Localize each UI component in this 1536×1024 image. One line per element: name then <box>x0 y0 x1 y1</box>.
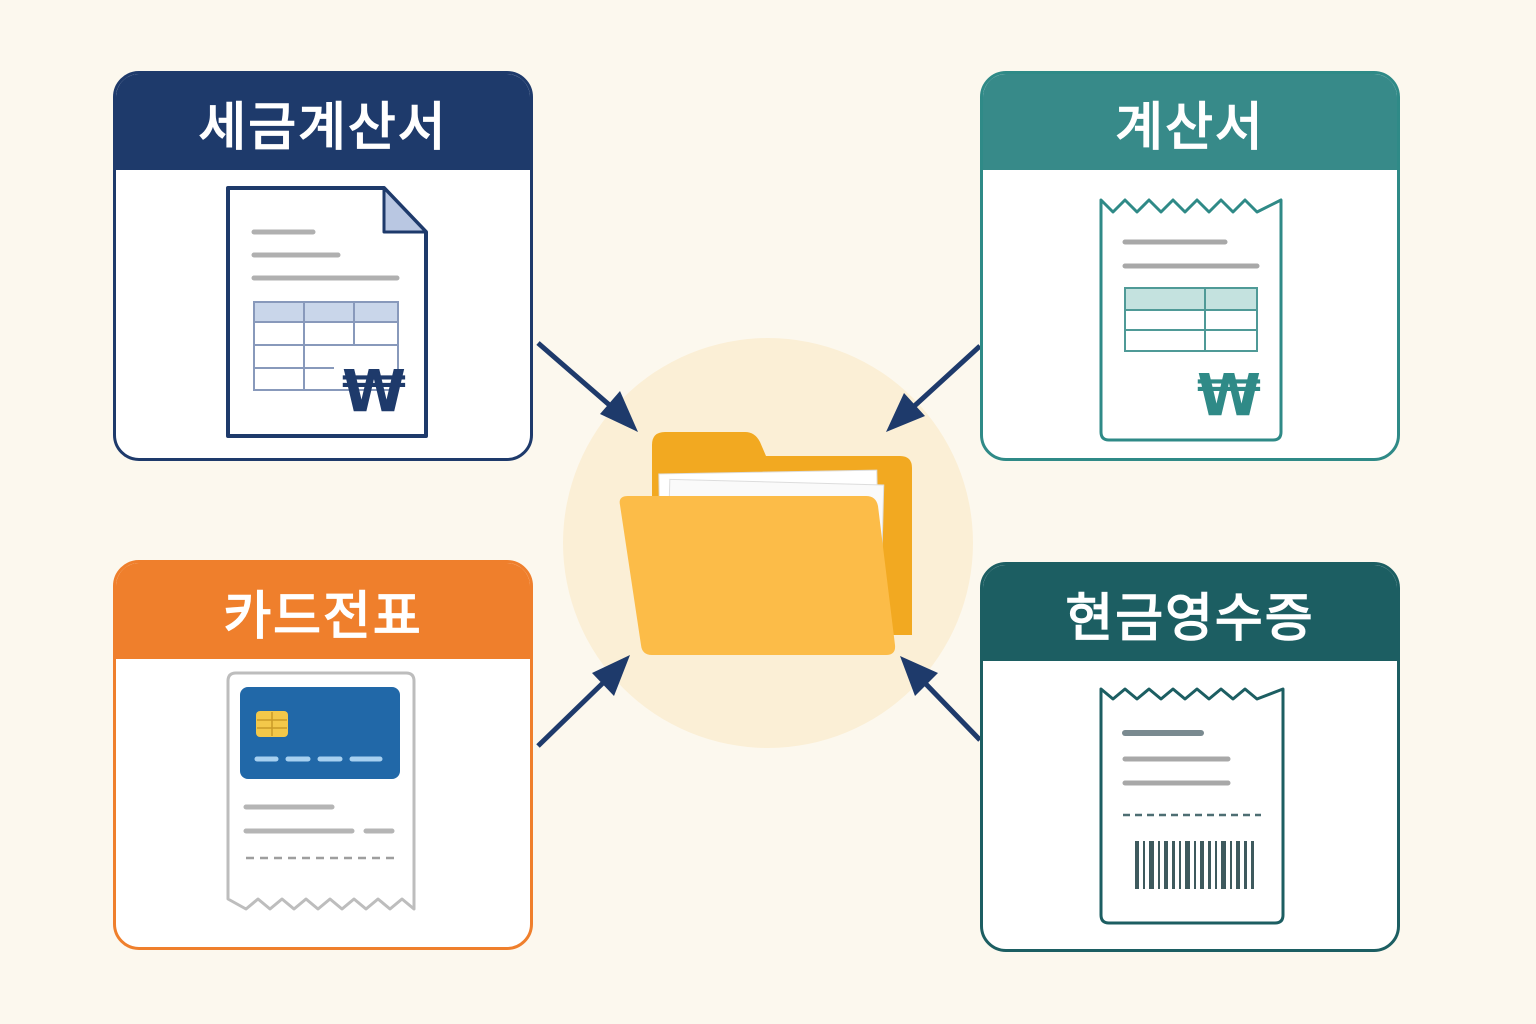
arrow-cash-receipt <box>900 656 982 742</box>
invoice-card: 계산서 ₩ <box>980 71 1400 461</box>
tax-invoice-document-icon <box>226 186 428 438</box>
folder-icon <box>619 432 912 655</box>
cash-receipt-card: 현금영수증 <box>980 562 1400 952</box>
card-slip-illustration <box>116 659 530 947</box>
cash-receipt-illustration <box>983 661 1397 949</box>
tax-invoice-card: 세금계산서 ₩ <box>113 71 533 461</box>
won-symbol: ₩ <box>342 357 406 425</box>
cash-receipt-barcode-icon <box>1099 687 1285 925</box>
credit-card <box>240 687 400 779</box>
invoice-illustration: ₩ <box>983 170 1397 458</box>
card-slip-title: 카드전표 <box>116 563 530 659</box>
invoice-receipt-icon <box>1099 198 1283 442</box>
tax-invoice-title: 세금계산서 <box>116 74 530 170</box>
won-symbol: ₩ <box>1197 361 1261 429</box>
credit-card-slip-icon <box>226 671 416 911</box>
barcode <box>1135 841 1254 889</box>
card-slip-card: 카드전표 <box>113 560 533 950</box>
invoice-title: 계산서 <box>983 74 1397 170</box>
tax-invoice-illustration: ₩ <box>116 170 530 458</box>
cash-receipt-title: 현금영수증 <box>983 565 1397 661</box>
arrow-invoice <box>886 344 982 432</box>
arrow-card-slip <box>536 655 630 748</box>
arrow-tax-invoice <box>536 341 638 432</box>
